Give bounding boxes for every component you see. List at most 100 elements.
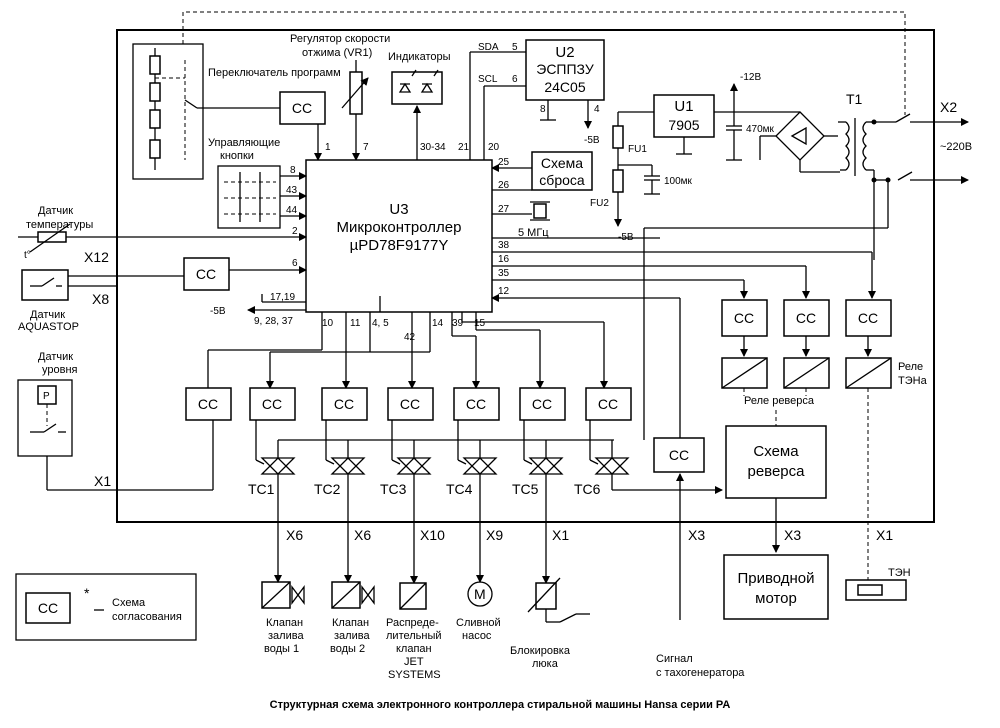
pin-35: 35 [498,268,510,279]
pin-30-34: 30-34 [420,142,446,153]
cc-tc3 [387,387,434,421]
triac-label-0: TC1 [248,481,275,497]
mains-switch-icon [895,113,911,123]
cc-label: CC [400,396,420,412]
level-sensor-frame [17,379,73,457]
indicators-label: Индикаторы [388,51,451,63]
triac-label-1: TC2 [314,481,341,497]
pump-symbol: M [474,586,486,602]
connector-x1-heater: X1 [876,527,893,543]
triac-label-3: TC4 [446,481,473,497]
valve-2-line-2: залива [334,630,370,642]
regulator-out: -12В [740,72,761,83]
pump-line-1: Сливной [456,617,501,629]
pin-44: 44 [286,205,298,216]
dist-line-4: JET [404,656,424,668]
cc-tc5 [519,387,566,421]
pin-12: 12 [498,286,510,297]
connector-x6-b: X6 [354,527,371,543]
reverse-circuit [725,425,827,499]
cc-label: CC [532,396,552,412]
eeprom-pin-4: 4 [594,104,600,115]
legend-star: * [84,585,90,601]
dist-line-2: лительный [386,630,442,642]
eeprom-pin-8: 8 [540,104,546,115]
fuse-fu2 [612,169,624,193]
connector-x1-level: X1 [94,473,111,489]
connector-x9: X9 [486,527,503,543]
neg5v-label: -5В [210,306,226,317]
dist-line-5: SYSTEMS [388,669,441,681]
triac-label-2: TC3 [380,481,407,497]
fu1-label: FU1 [628,144,647,155]
connector-x1-lock: X1 [552,527,569,543]
diagram-caption: Структурная схема электронного контролле… [270,699,731,711]
cc-tc1 [249,387,296,421]
cc-label: CC [196,266,216,282]
triac-tc6-icon [589,420,723,494]
pin-7: 7 [363,142,369,153]
transformer-icon [838,118,896,183]
heater-label: ТЭН [888,567,911,579]
cc-label: CC [334,396,354,412]
mcu-name: U3 [389,201,408,218]
heater-relay-icon [845,357,892,389]
triac-tc4-icon [457,420,498,565]
regulator-part: 7905 [668,117,699,133]
dist-line-3: клапан [396,643,432,655]
t-symbol: t° [24,250,31,261]
pin-15: 15 [474,318,486,329]
valve-2-line-3: воды 2 [330,643,365,655]
indicators-led-icon [391,71,443,105]
eeprom-pin-5: 5 [512,42,518,53]
mains-label: ~220В [940,141,972,153]
triac-label-4: TC5 [512,481,539,497]
cc-label: CC [262,396,282,412]
aquastop-label-2: AQUASTOP [18,321,79,333]
cc-aquastop [183,257,230,291]
pin-2: 2 [292,226,298,237]
pin-39: 39 [452,318,464,329]
cc-label: CC [669,447,689,463]
triac-tc1-icon [255,420,296,545]
connector-x6-a: X6 [286,527,303,543]
pin-42: 42 [404,332,416,343]
heater-relay-label-1: Реле [898,361,923,373]
pin-11: 11 [350,318,361,329]
dist-line-1: Распреде- [386,617,439,629]
cc-tc6 [585,387,632,421]
mcu-line2: µPD78F9177Y [350,237,449,254]
buttons-label-2: кнопки [220,150,254,162]
fuse-fu1 [612,125,624,149]
connector-x3-tacho: X3 [688,527,705,543]
scl-label: SCL [478,74,498,85]
cc-label: CC [466,396,486,412]
triac-tc2-icon [325,420,366,545]
door-lock-icon [527,565,590,623]
reverse-scheme-line1: Схема [753,443,799,460]
valve-2-line-1: Клапан [332,617,369,629]
buttons-icon [224,172,276,222]
level-label-1: Датчик [38,351,73,363]
cc-tc4 [453,387,500,421]
bridge-rectifier-icon [775,111,825,161]
crystal-freq: 5 МГц [518,227,549,239]
lock-line-2: люка [532,658,559,670]
cap-470: 470мк [746,124,775,135]
pump-line-2: насос [462,630,492,642]
buttons-label-1: Управляющие [208,137,280,149]
cc-reverse-1 [721,299,768,337]
reverse-relay-2-icon [783,357,830,389]
cc-label: CC [796,310,816,326]
cc-heater-relay [845,299,892,337]
valve-1-line-3: воды 1 [264,643,299,655]
level-p: P [43,391,50,402]
pin-38: 38 [498,240,510,251]
level-label-2: уровня [42,364,78,376]
dashed-link [182,11,906,115]
pin-4-5: 4, 5 [372,318,389,329]
heater-relay-label-2: ТЭНа [898,375,928,387]
potentiometer-icon [349,71,363,115]
